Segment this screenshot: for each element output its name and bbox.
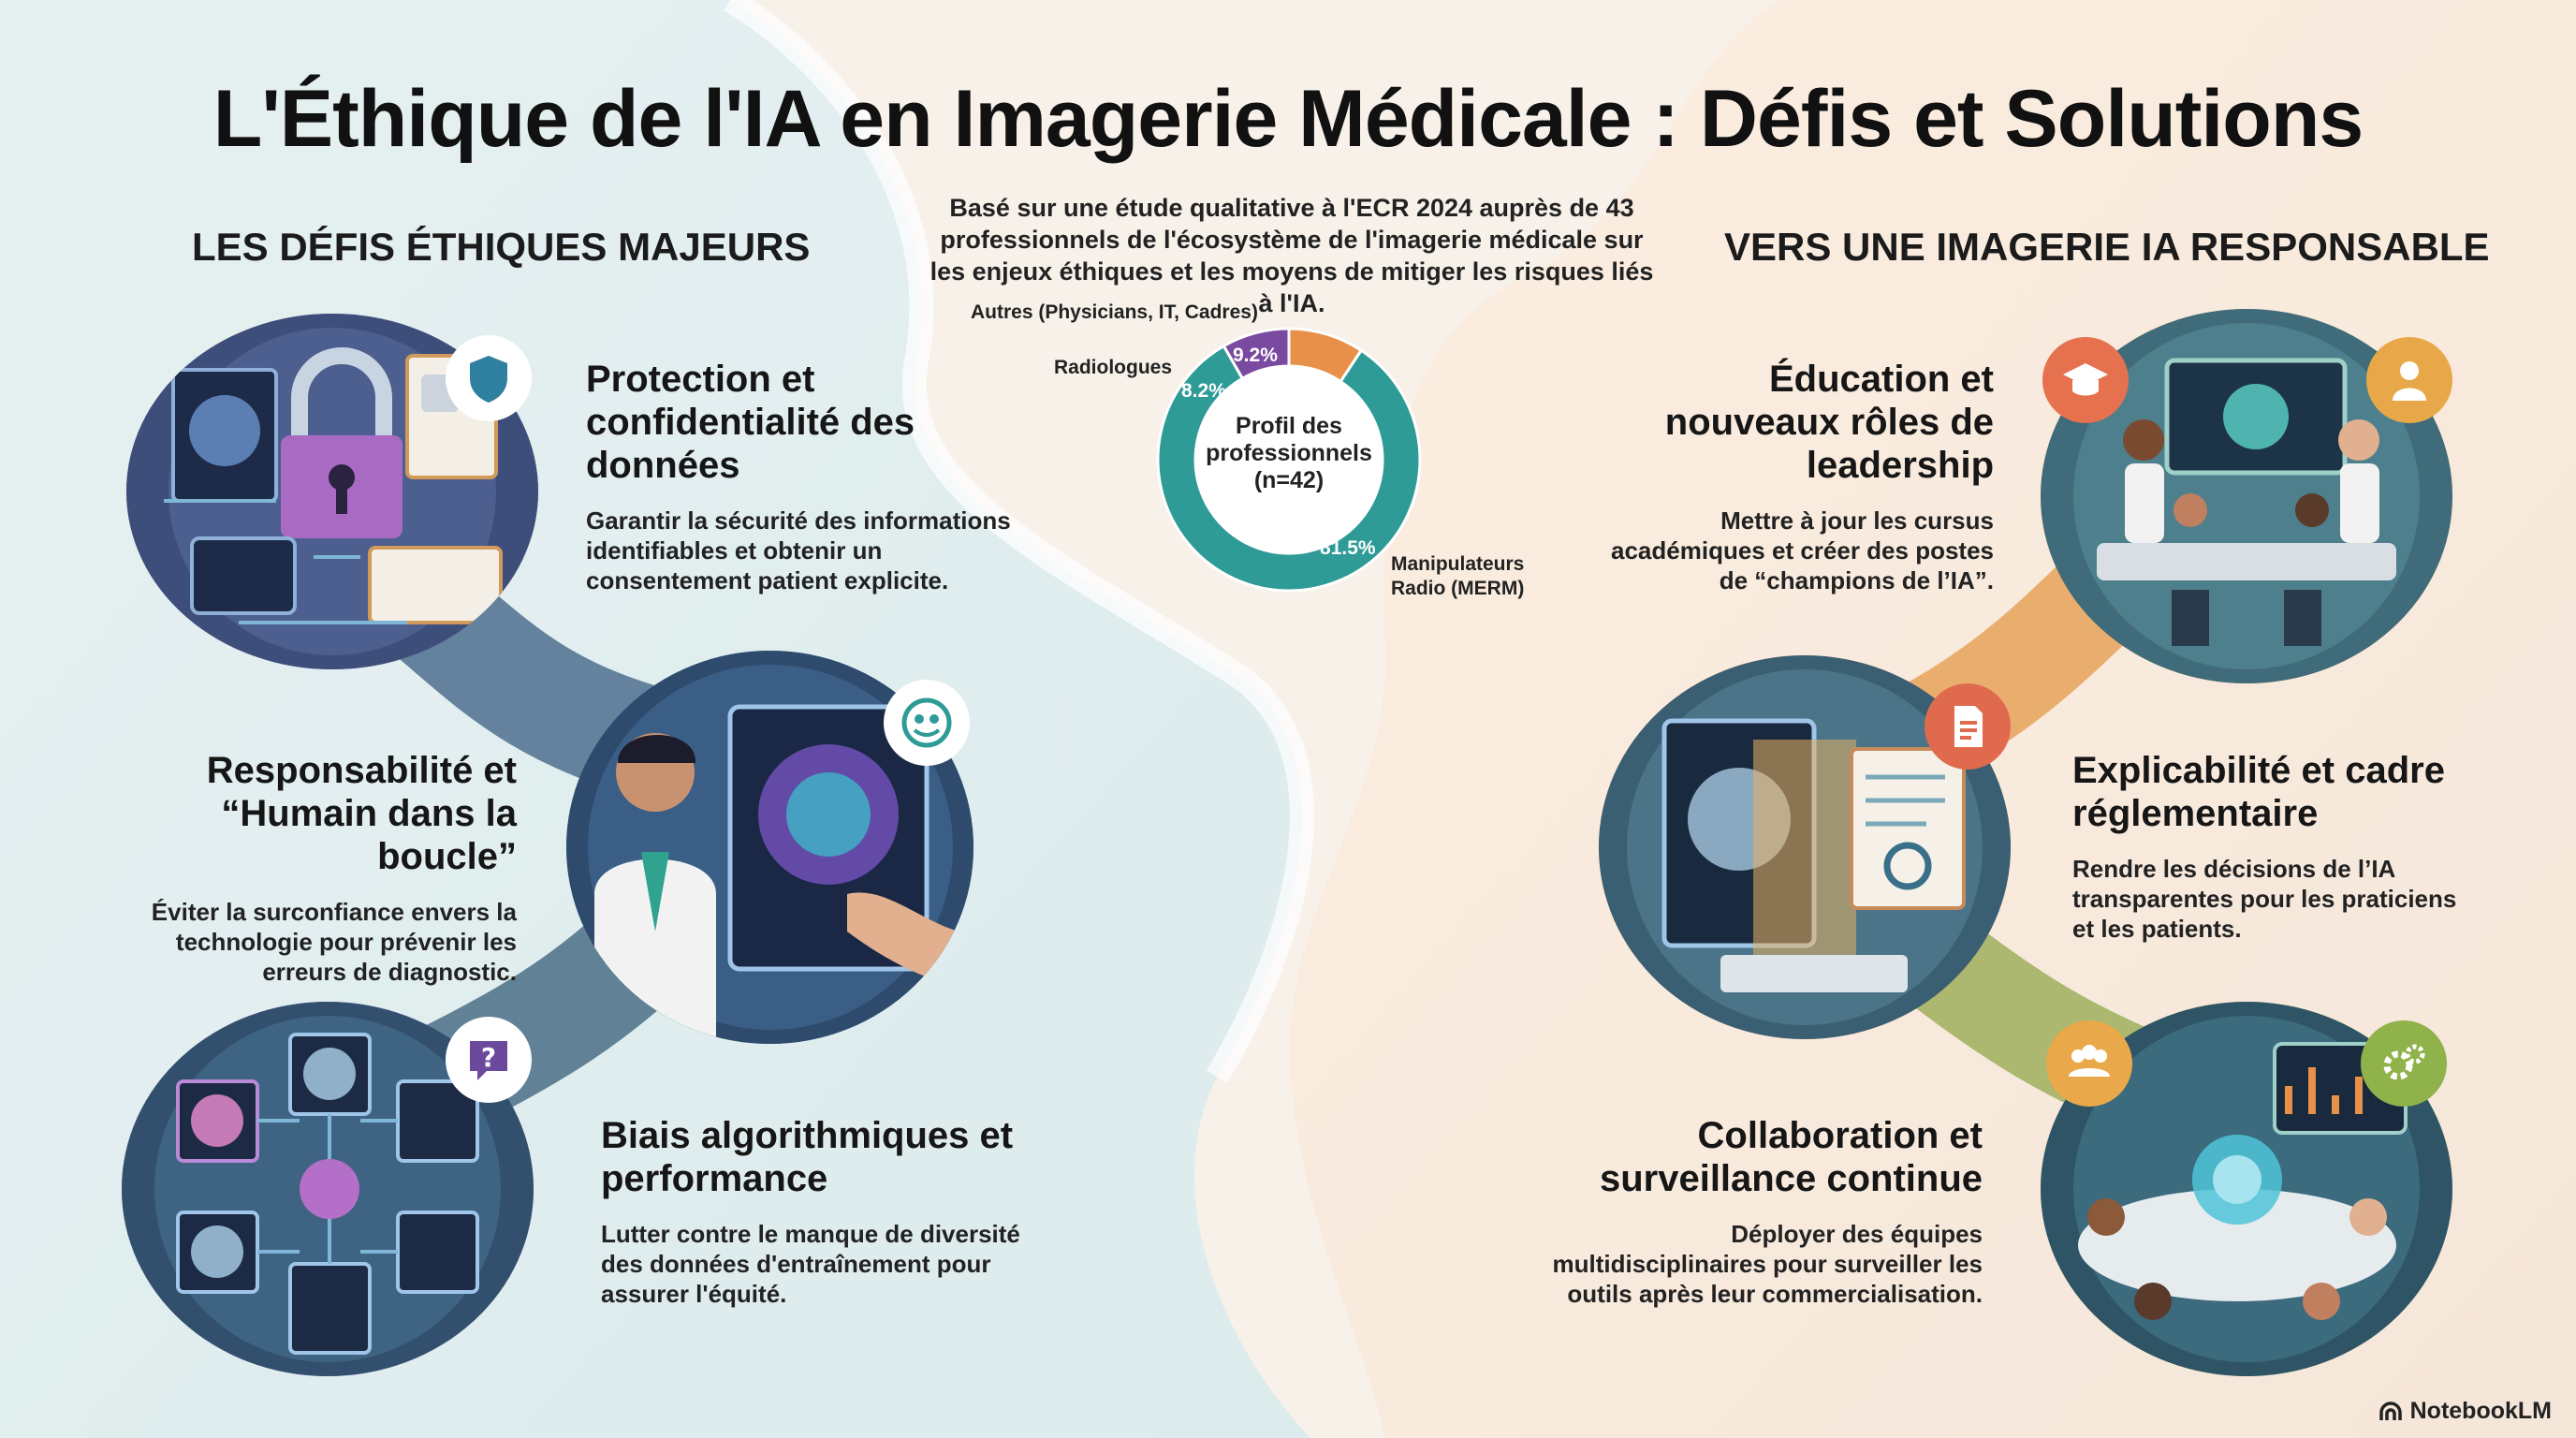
document-icon [1954, 706, 1983, 747]
challenge-text: Garantir la sécurité des informations id… [586, 506, 1011, 594]
solution-title: Explicabilité et cadre réglementaire [2072, 750, 2445, 834]
pct-label-autres: 9.2% [1233, 345, 1278, 366]
question-badge: ? [446, 1017, 532, 1103]
gears-badge [2361, 1020, 2447, 1107]
question-bubble-icon: ? [470, 1041, 507, 1080]
algorithmic-bias-illustration [122, 1002, 534, 1376]
document-badge [1925, 683, 2011, 770]
pct-label-radiologues: 8.2% [1181, 380, 1226, 402]
profile-donut-chart [1156, 327, 1422, 593]
solution-text: Déployer des équipes multidisciplinaires… [1552, 1220, 1983, 1308]
gears-icon [2383, 1044, 2425, 1080]
challenge-text: Lutter contre le manque de diversité des… [601, 1220, 1020, 1308]
people-badge [884, 680, 970, 766]
solution-text: Rendre les décisions de l’IA transparent… [2072, 855, 2457, 943]
brand-name: NotebookLM [2409, 1398, 2552, 1424]
left-section-heading: LES DÉFIS ÉTHIQUES MAJEURS [192, 225, 811, 269]
right-section-heading: VERS UNE IMAGERIE IA RESPONSABLE [1724, 225, 2490, 269]
challenge-card-privacy: Protection et confidentialité des donnée… [586, 358, 1017, 595]
svg-text:?: ? [481, 1042, 496, 1073]
challenge-title: Responsabilité et “Humain dans la boucle… [206, 750, 517, 877]
donut-center-label: Profil des professionnels (n=42) [1206, 413, 1372, 493]
brand-logo: NotebookLM [2378, 1398, 2552, 1425]
challenge-card-accountability: Responsabilité et “Humain dans la boucle… [112, 749, 517, 987]
solution-card-collaboration: Collaboration et surveillance continue D… [1552, 1114, 1983, 1309]
solution-card-explainability: Explicabilité et cadre réglementaire Ren… [2072, 749, 2466, 944]
pct-label-merm: 81.5% [1320, 537, 1376, 559]
challenge-title: Biais algorithmiques et performance [601, 1115, 1014, 1199]
team-badge [2046, 1020, 2132, 1107]
notebooklm-logo-icon [2378, 1401, 2402, 1420]
donut-label-merm: Manipulateurs Radio (MERM) [1391, 553, 1525, 599]
solution-title: Collaboration et surveillance continue [1599, 1115, 1983, 1199]
solution-card-education: Éducation et nouveaux rôles de leadershi… [1610, 358, 1994, 595]
challenge-card-bias: Biais algorithmiques et performance Lutt… [601, 1114, 1022, 1309]
page-title: L'Éthique de l'IA en Imagerie Médicale :… [212, 74, 2364, 164]
donut-hole [1195, 366, 1383, 553]
donut-label-radiologues: Radiologues [1054, 357, 1173, 378]
solution-text: Mettre à jour les cursus académiques et … [1611, 506, 1994, 594]
leader-badge [2366, 337, 2452, 423]
donut-label-autres: Autres (Physicians, IT, Cadres) [971, 301, 1258, 323]
graduation-cap-icon [2063, 363, 2108, 396]
solution-title: Éducation et nouveaux rôles de leadershi… [1664, 359, 1994, 486]
challenge-text: Éviter la surconfiance envers la technol… [151, 898, 517, 986]
leader-icon [2393, 361, 2426, 401]
shield-icon [470, 356, 507, 403]
shield-badge [446, 335, 532, 421]
team-icon [2069, 1045, 2110, 1077]
challenge-title: Protection et confidentialité des donnée… [586, 359, 915, 486]
study-intro: Basé sur une étude qualitative à l'ECR 2… [929, 194, 1654, 317]
graduation-badge [2042, 337, 2129, 423]
people-circle-icon [901, 697, 952, 748]
